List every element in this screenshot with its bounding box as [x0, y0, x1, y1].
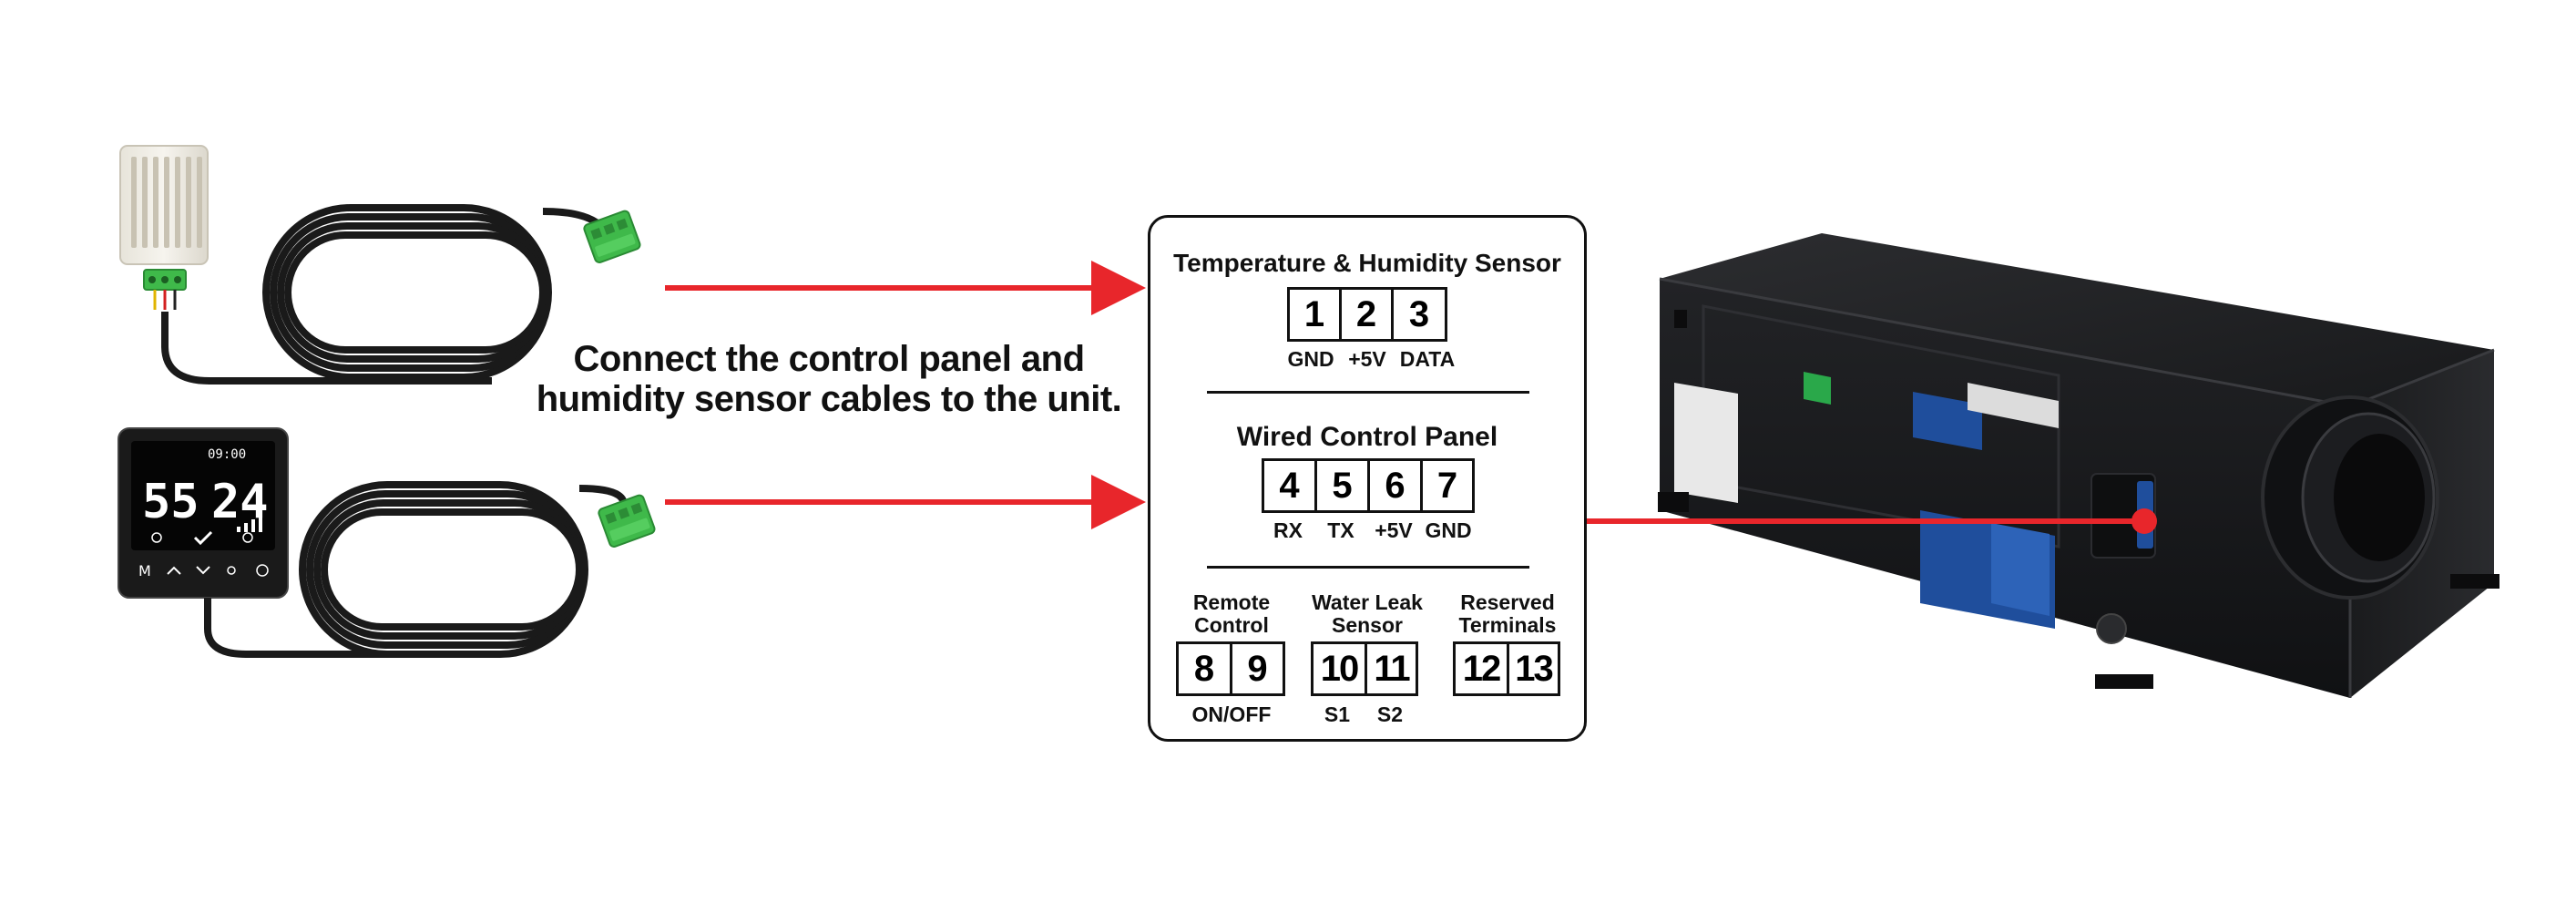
reserved-terminals: 12 13	[1453, 641, 1560, 696]
temp-humidity-terminals: 1 2 3	[1287, 287, 1447, 342]
label-on-off: ON/OFF	[1191, 703, 1272, 726]
connector-plug-icon	[583, 210, 641, 263]
remote-control-title: Remote Control	[1172, 591, 1291, 637]
sensor-module-icon	[119, 145, 209, 310]
label-gnd: GND	[1287, 347, 1334, 371]
water-leak-title: Water Leak Sensor	[1303, 591, 1431, 637]
terminal-3: 3	[1408, 293, 1430, 334]
remote-control-title-line-2: Control	[1194, 613, 1269, 637]
temp-humidity-title: Temperature & Humidity Sensor	[1173, 249, 1561, 277]
panel-humidity: 55	[142, 475, 199, 529]
terminal-11: 11	[1374, 648, 1410, 689]
control-panel-cable	[204, 481, 628, 658]
panel-mode-key: M	[138, 562, 151, 579]
label-s1: S1	[1324, 703, 1351, 726]
instruction-text: Connect the control panel and humidity s…	[510, 339, 1148, 419]
terminal-12: 12	[1456, 644, 1509, 693]
reserved-title: Reserved Terminals	[1446, 591, 1569, 637]
water-leak-title-line-1: Water Leak	[1312, 590, 1423, 614]
wired-control-title: Wired Control Panel	[1236, 422, 1498, 452]
instruction-line-1: Connect the control panel and	[573, 339, 1085, 379]
connector-plug-icon	[598, 494, 656, 548]
terminal-block-panel: Temperature & Humidity Sensor 1 2 3 GND …	[1148, 215, 1587, 742]
unit-connection-point	[2131, 508, 2157, 534]
label-s2: S2	[1376, 703, 1404, 726]
dehumidifier-unit-icon	[1658, 233, 2499, 698]
panel-divider	[1207, 391, 1529, 394]
label-5v: +5V	[1348, 347, 1386, 371]
water-leak-terminals: 10 11	[1311, 641, 1418, 696]
reserved-title-line-1: Reserved	[1460, 590, 1555, 614]
terminal-10: 10	[1314, 644, 1367, 693]
control-panel-icon: 09:00 55 24 M	[118, 427, 289, 599]
panel-divider	[1207, 566, 1529, 569]
label-gnd: GND	[1425, 518, 1472, 542]
terminal-8: 8	[1179, 644, 1232, 693]
instruction-line-2: humidity sensor cables to the unit.	[536, 379, 1122, 419]
remote-control-terminals: 8 9	[1176, 641, 1285, 696]
label-5v: +5V	[1375, 518, 1413, 542]
label-tx: TX	[1327, 518, 1354, 542]
label-rx: RX	[1273, 518, 1303, 542]
wired-control-terminals: 4 5 6 7	[1262, 458, 1475, 513]
terminal-6: 6	[1370, 461, 1423, 510]
terminal-9: 9	[1247, 648, 1268, 689]
label-data: DATA	[1399, 347, 1456, 371]
terminal-4: 4	[1264, 461, 1317, 510]
terminal-5: 5	[1317, 461, 1370, 510]
terminal-13: 13	[1515, 648, 1554, 689]
terminal-2: 2	[1342, 290, 1394, 339]
terminal-7: 7	[1436, 465, 1458, 506]
water-leak-title-line-2: Sensor	[1332, 613, 1403, 637]
terminal-1: 1	[1290, 290, 1342, 339]
panel-clock: 09:00	[208, 447, 246, 462]
sensor-cable	[161, 204, 612, 385]
reserved-title-line-2: Terminals	[1458, 613, 1557, 637]
remote-control-title-line-1: Remote	[1192, 590, 1271, 614]
